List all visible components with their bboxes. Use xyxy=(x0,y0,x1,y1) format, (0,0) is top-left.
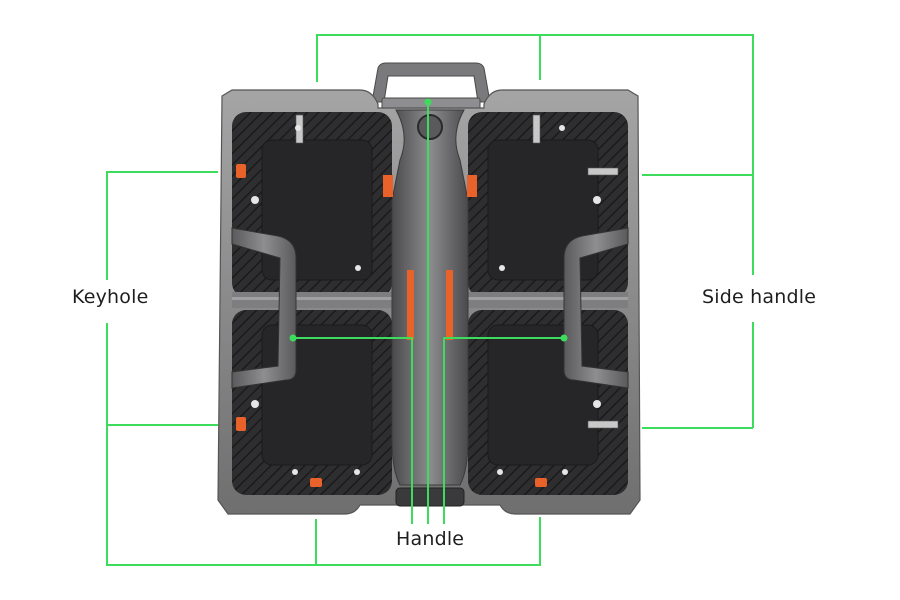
screw-dots xyxy=(251,125,601,475)
callout-dots xyxy=(289,98,568,342)
right-side-handle xyxy=(563,227,629,389)
handle-label: Handle xyxy=(396,528,465,550)
callout-top-bracket xyxy=(316,34,754,275)
side-handle-label: Side handle xyxy=(702,286,817,308)
cabinet-frame xyxy=(217,89,641,515)
left-side-handle xyxy=(231,227,297,389)
keyhole-markers xyxy=(236,164,547,487)
callout-keyhole-upper xyxy=(106,171,218,280)
callout-lines xyxy=(106,34,754,566)
keyhole-label: Keyhole xyxy=(72,286,149,308)
callout-keyhole-lower xyxy=(106,323,541,566)
